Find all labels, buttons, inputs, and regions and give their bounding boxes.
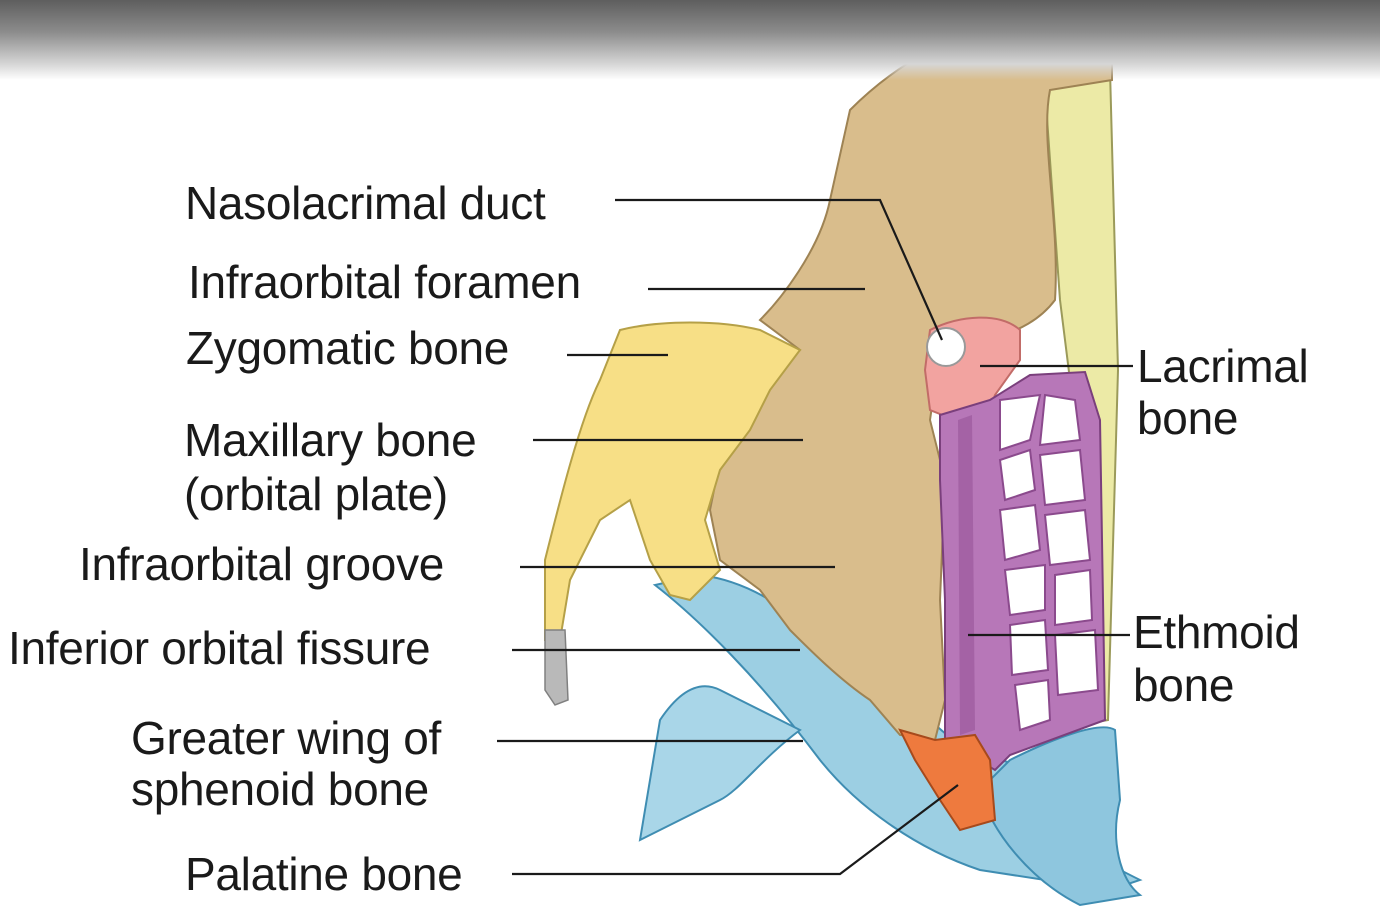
label-lacrimal-bone-line1: Lacrimal: [1137, 340, 1309, 392]
sphenoid-right-base-shape: [978, 726, 1143, 907]
label-maxillary-bone-line1: Maxillary bone: [184, 414, 477, 466]
label-greater-wing-line2: sphenoid bone: [131, 763, 429, 815]
zygomatic-lower-process-shape: [544, 629, 569, 706]
label-infraorbital-groove: Infraorbital groove: [79, 538, 445, 590]
ethmoid-plate-stripe: [958, 415, 975, 735]
leader-lines: [497, 198, 1133, 876]
leader-nasolacrimal-duct: [615, 198, 944, 341]
sphenoid-lower-wing-shape: [638, 685, 802, 842]
label-greater-wing-line1: Greater wing of: [131, 712, 441, 764]
label-ethmoid-bone-line1: Ethmoid: [1133, 606, 1300, 658]
label-maxillary-bone-line2: (orbital plate): [184, 468, 448, 520]
label-ethmoid-bone-line2: bone: [1133, 659, 1235, 711]
label-lacrimal-bone-line2: bone: [1137, 392, 1239, 444]
label-infraorbital-foramen: Infraorbital foramen: [188, 256, 581, 308]
leader-palatine-bone: [512, 784, 959, 876]
label-nasolacrimal-duct: Nasolacrimal duct: [185, 177, 546, 229]
label-palatine-bone: Palatine bone: [185, 848, 463, 900]
ethmoid-air-cells: [998, 393, 1100, 732]
nasolacrimal-duct-opening: [926, 327, 966, 367]
label-inferior-orbital-fissure: Inferior orbital fissure: [8, 622, 431, 674]
palatine-bone-shape: [898, 728, 997, 832]
label-zygomatic-bone: Zygomatic bone: [186, 322, 510, 374]
zygomatic-bone-shape: [544, 321, 802, 641]
